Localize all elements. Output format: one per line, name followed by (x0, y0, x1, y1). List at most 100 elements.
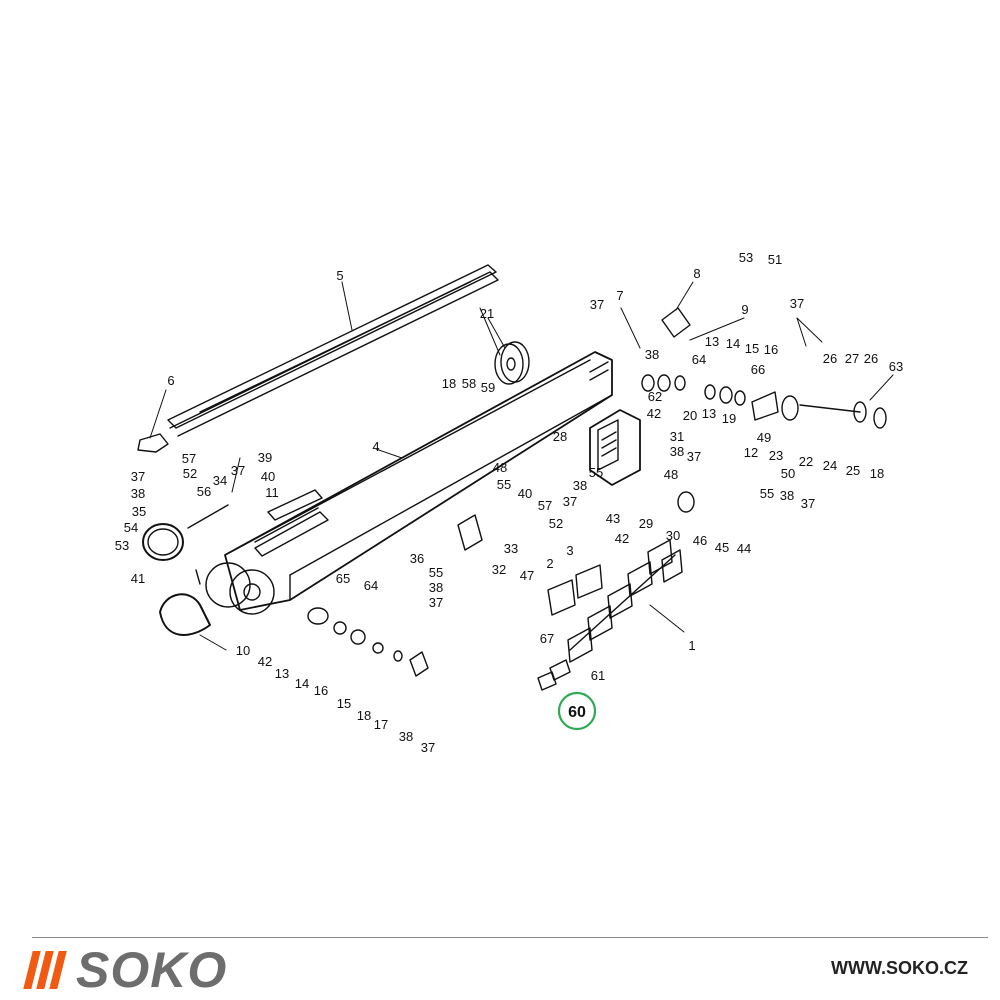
part-number-label: 15 (337, 696, 351, 711)
part-number-label: 35 (132, 504, 146, 519)
brand-stripes-icon (23, 951, 67, 989)
part-number-label: 26 (864, 351, 878, 366)
part-number-label: 46 (693, 533, 707, 548)
part-number-label: 3 (566, 543, 573, 558)
part-number-label: 42 (615, 531, 629, 546)
brand-logo: SOKO (23, 942, 228, 998)
part-number-label: 25 (846, 463, 860, 478)
part-number-label: 13 (275, 666, 289, 681)
part-number-label: 37 (790, 296, 804, 311)
bracket-part (137, 433, 169, 453)
part-number-label: 31 (670, 429, 684, 444)
part-number-label: 42 (258, 654, 272, 669)
leader-lines (149, 281, 894, 651)
part-number-label: 18 (442, 376, 456, 391)
part-number-label: 37 (421, 740, 435, 755)
part-number-label: 38 (399, 729, 413, 744)
part-number-label: 37 (590, 297, 604, 312)
plate-part (751, 391, 779, 421)
part-number-label: 48 (664, 467, 678, 482)
part-number-label: 26 (823, 351, 837, 366)
part-number-label: 58 (462, 376, 476, 391)
part-number-label: 16 (314, 683, 328, 698)
part-number-label: 51 (768, 252, 782, 267)
part-number-label: 19 (722, 411, 736, 426)
part-number-label: 10 (236, 643, 250, 658)
highlighted-part-callout: 60 (557, 691, 597, 731)
part-number-label: 55 (497, 477, 511, 492)
part-number-label: 33 (504, 541, 518, 556)
part-number-label: 61 (591, 668, 605, 683)
part-number-label: 13 (702, 406, 716, 421)
pad-part (267, 489, 323, 521)
part-number-label: 52 (549, 516, 563, 531)
part-number-label: 40 (518, 486, 532, 501)
part-number-label: 64 (364, 578, 378, 593)
part-number-label: 53 (115, 538, 129, 553)
part-number-label: 4 (372, 439, 379, 454)
part-number-label: 37 (687, 449, 701, 464)
part-number-label: 22 (799, 454, 813, 469)
part-number-label: 30 (666, 528, 680, 543)
main-boom (205, 351, 613, 615)
shaft-part (799, 404, 861, 413)
part-number-label: 14 (726, 336, 740, 351)
part-number-label: 40 (261, 469, 275, 484)
part-number-label: 28 (553, 429, 567, 444)
part-number-label: 38 (645, 347, 659, 362)
part-number-label: 20 (683, 408, 697, 423)
part-number-label: 36 (410, 551, 424, 566)
part-number-label: 21 (480, 306, 494, 321)
part-number-label: 65 (336, 571, 350, 586)
part-number-label: 55 (589, 465, 603, 480)
part-number-label: 66 (751, 362, 765, 377)
part-number-label: 55 (760, 486, 774, 501)
part-number-label: 53 (739, 250, 753, 265)
part-number-label: 16 (764, 342, 778, 357)
bolt-part (195, 569, 201, 585)
part-number-label: 43 (606, 511, 620, 526)
website-url[interactable]: WWW.SOKO.CZ (831, 958, 968, 978)
parts-drawing (137, 264, 894, 691)
part-number-label: 48 (493, 460, 507, 475)
part-number-label: 7 (616, 288, 623, 303)
part-number-label: 32 (492, 562, 506, 577)
part-number-label: 6 (167, 373, 174, 388)
part-number-label: 47 (520, 568, 534, 583)
part-number-label: 44 (737, 541, 751, 556)
part-number-label: 29 (639, 516, 653, 531)
roller-part (677, 491, 695, 513)
part-number-label: 2 (546, 556, 553, 571)
guide-plates (547, 564, 603, 616)
sprocket-part (781, 395, 887, 429)
part-number-label: 37 (563, 494, 577, 509)
part-number-label: 17 (374, 717, 388, 732)
part-number-label: 38 (780, 488, 794, 503)
part-number-label: 37 (131, 469, 145, 484)
part-number-label: 50 (781, 466, 795, 481)
part-number-label: 34 (213, 473, 227, 488)
part-number-label: 37 (801, 496, 815, 511)
part-number-label: 12 (744, 445, 758, 460)
plate-part (457, 514, 483, 551)
part-number-label: 62 (648, 389, 662, 404)
part-number-label: 38 (429, 580, 443, 595)
part-number-label: 54 (124, 520, 138, 535)
part-number-label: 57 (538, 498, 552, 513)
flange-washers (307, 607, 429, 677)
part-number-label: 64 (692, 352, 706, 367)
rail-part (167, 264, 499, 437)
pulley-part (494, 341, 530, 385)
strap-part (159, 593, 211, 636)
part-number-label: 52 (183, 466, 197, 481)
part-number-label: 38 (131, 486, 145, 501)
part-number-label: 38 (670, 444, 684, 459)
plate-part (661, 307, 691, 338)
highlighted-part-number: 60 (568, 704, 586, 721)
part-number-label: 38 (573, 478, 587, 493)
part-number-label: 63 (889, 359, 903, 374)
brand-name: SOKO (76, 942, 228, 998)
clamp-ring (142, 523, 184, 561)
part-number-label: 49 (757, 430, 771, 445)
